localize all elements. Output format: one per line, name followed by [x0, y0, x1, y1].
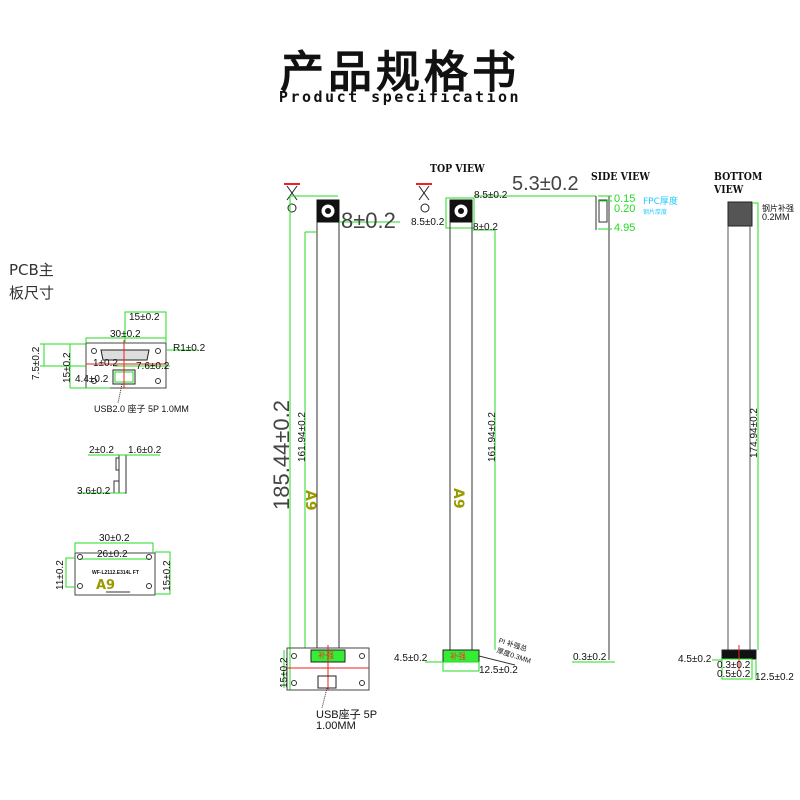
usb-receptacle	[100, 349, 150, 361]
bottom-dim-stiffener-height: 4.5±0.2	[678, 654, 712, 665]
top-dim-stiffener-height: 4.5±0.2	[394, 653, 428, 664]
side-dim-bottom-thickness: 0.3±0.2	[573, 652, 607, 663]
bottom-view-drawing	[712, 201, 759, 680]
pcb-dim-left-height: 7.5±0.2	[31, 346, 42, 380]
pcb-dim-inner-height: 15±0.2	[62, 352, 73, 383]
bottom-steel-note-line1: 钢片补强	[762, 204, 794, 213]
pcb-dim-radius: R1±0.2	[173, 343, 206, 354]
main-stiffener-label: 补强	[318, 651, 334, 660]
pcb-dim-offset: 1±0.2	[93, 358, 118, 369]
usb-symbol-icon	[284, 183, 300, 213]
side-view-drawing	[572, 195, 615, 663]
top-dim-cable-length: 161.94±0.2	[487, 412, 498, 462]
bottom-dim-a: 0.3±0.2	[717, 660, 751, 671]
bottom-dim-b: 0.5±0.2	[717, 669, 751, 680]
pcb-side-dim-c: 3.6±0.2	[77, 486, 111, 497]
pcb-heading-line2: 板尺寸	[9, 284, 55, 302]
main-connector-note-line2: 1.00MM	[316, 720, 356, 732]
dim-line-top-width	[124, 311, 167, 343]
main-dim-cable-length: 161.94±0.2	[297, 412, 308, 462]
top-dim-head-offset-top: 8.5±0.2	[474, 190, 508, 201]
top-dim-head-width: 8±0.2	[473, 222, 498, 233]
pcb-side-profile	[78, 454, 160, 494]
pcb-dim-right-offset: 7.6±0.2	[136, 361, 170, 372]
logo-main-cable: A9	[302, 490, 318, 511]
logo-top-view-cable: A9	[450, 488, 466, 509]
top-stiffener-label: 补强	[450, 652, 466, 661]
main-view-drawing	[283, 183, 400, 709]
pcb-heading-line1: PCB主	[9, 261, 54, 279]
side-fpc-label: FPC厚度	[643, 197, 678, 207]
page-title: 产品规格书	[280, 47, 520, 98]
pcb-bottom-board	[65, 542, 171, 596]
bottom-dim-stiffener-width: 12.5±0.2	[755, 672, 794, 683]
pcb-bottom-dim-hole-spacing: 26±0.2	[97, 549, 128, 560]
page-subtitle: Product specification	[278, 88, 522, 106]
pcb-side-dim-b: 1.6±0.2	[128, 445, 162, 456]
top-view-label: TOP VIEW	[430, 162, 485, 175]
usb-symbol-icon-top	[416, 183, 432, 213]
main-connector-note-line1: USB座子 5P	[316, 709, 378, 721]
top-dim-stiffener-width: 12.5±0.2	[479, 665, 518, 676]
top-view-drawing	[416, 183, 596, 672]
pcb-bottom-dim-width: 30±0.2	[99, 533, 130, 544]
side-dim-head-height: 4.95	[614, 222, 636, 234]
pcb-bottom-dim-left-height: 11±0.2	[55, 560, 66, 590]
side-dim-steel-thickness: 0.20	[614, 203, 636, 215]
pcb-bottom-dim-right-height: 15±0.2	[162, 560, 173, 591]
side-dim-thickness-top: 5.3±0.2	[512, 173, 579, 195]
main-dim-head-width: 8±0.2	[341, 208, 396, 233]
bottom-view-label: BOTTOM VIEW	[714, 170, 763, 196]
pcb-dim-outer-width: 30±0.2	[110, 329, 141, 340]
dim-line-outer-width	[85, 337, 167, 343]
pcb-dim-top-width: 15±0.2	[129, 312, 160, 323]
top-dim-head-offset-left: 8.5±0.2	[411, 217, 445, 228]
bottom-steel-note-line2: 0.2MM	[762, 212, 790, 222]
main-dim-total-length: 185.44±0.2	[269, 400, 294, 510]
pcb-dim-bottom-offset: 4.4±0.2	[75, 374, 109, 385]
pcb-connector-note: USB2.0 座子 5P 1.0MM	[94, 404, 189, 414]
pcb-main-board-drawing	[40, 311, 198, 404]
pcb-side-dim-a: 2±0.2	[89, 445, 114, 456]
side-dim-fpc-thickness: 0.15	[614, 193, 636, 205]
logo-pcb-bottom: A9	[96, 578, 116, 593]
side-view-label: SIDE VIEW	[591, 170, 650, 183]
bottom-dim-cable-length: 174.94±0.2	[749, 408, 760, 458]
pcb-bottom-part-label: WF-L2112.E314L FT	[92, 570, 139, 576]
main-dim-pcb-height: 15±0.2	[279, 657, 290, 688]
side-steel-label: 钢片厚度	[643, 209, 668, 216]
